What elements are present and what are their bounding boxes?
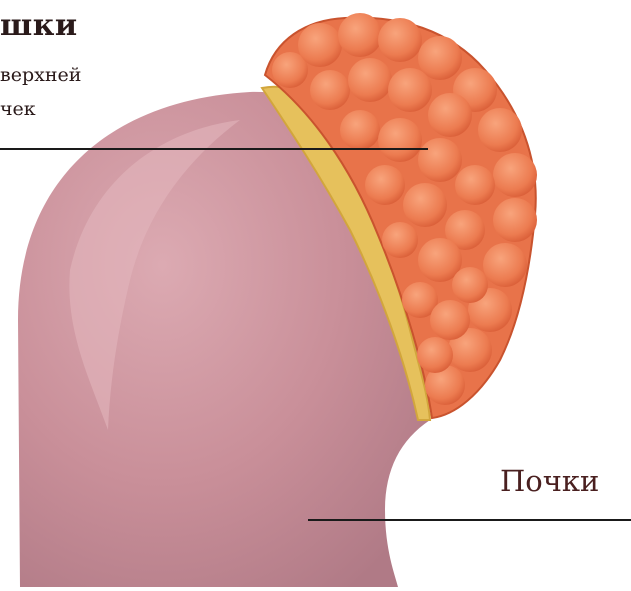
kidney-label: Почки — [500, 464, 599, 498]
adrenal-title-label: шки — [0, 8, 78, 43]
adrenal-desc-line1: верхней — [0, 64, 81, 86]
adrenal-desc-line2: чек — [0, 98, 36, 120]
